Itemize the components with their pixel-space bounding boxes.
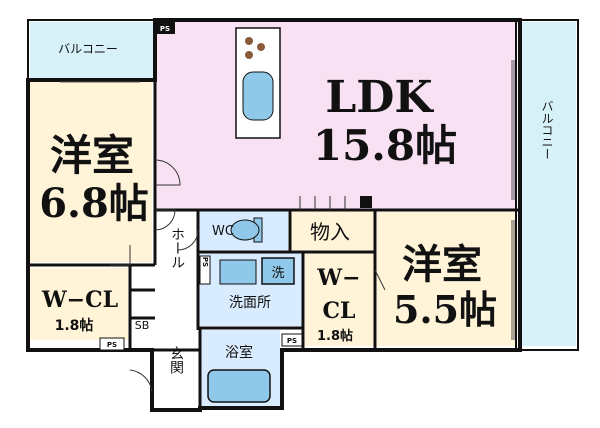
- bathtub-icon: [207, 369, 271, 403]
- western-room-2-name: 洋室: [402, 241, 482, 288]
- hob-icon: [245, 37, 265, 59]
- western-room-1-name: 洋室: [50, 131, 134, 180]
- wcl-2-area: [305, 252, 375, 346]
- washer-label: 洗: [271, 266, 284, 281]
- western-room-2-area: [377, 212, 517, 346]
- western-room-1-area: [28, 82, 152, 262]
- bath-label: 浴室: [225, 344, 253, 361]
- ldk-size: 15.8帖: [313, 121, 457, 170]
- western-room-2-size: 5.5帖: [393, 287, 497, 332]
- ps-marker-ldk: [360, 196, 372, 208]
- balcony-top-label: バルコニー: [58, 42, 118, 56]
- wcl-1-size: 1.8帖: [55, 317, 94, 334]
- balcony-right-label: バルコニー: [540, 100, 554, 160]
- washer-space: [261, 257, 295, 285]
- ps-box-wash: [199, 255, 211, 285]
- balcony-top-area: [30, 22, 153, 78]
- ps-label-wcl: PS: [107, 341, 117, 349]
- washbasin-icon: [219, 259, 257, 285]
- door-swings: [110, 159, 386, 393]
- storage-area: [290, 210, 374, 250]
- ldk-area: [155, 22, 517, 210]
- wcl-1-name: W−CL: [41, 287, 118, 313]
- hall-label: ホール: [169, 227, 185, 269]
- balcony-top-outline: [27, 19, 156, 81]
- ps-label-top: PS: [160, 25, 170, 33]
- balcony-right-outline: [515, 19, 579, 351]
- balcony-right-area: [518, 22, 576, 346]
- wcl-1-area: [28, 268, 128, 340]
- wc-label: WC: [212, 224, 234, 239]
- ldk-name: LDK: [325, 72, 434, 123]
- ps-label-wash: PS: [201, 257, 209, 267]
- ps-box-bath: [281, 333, 303, 347]
- ps-box-wcl: [99, 337, 125, 351]
- wcl-2-line1: W−: [316, 265, 360, 291]
- shoe-box-label: SB: [135, 319, 150, 332]
- western-room-1-size: 6.8帖: [39, 180, 149, 227]
- entrance-label: 玄関: [168, 345, 184, 375]
- wcl-2-line2: CL: [323, 298, 356, 324]
- kitchen-sink-icon: [242, 71, 274, 121]
- storage-label: 物入: [310, 220, 350, 244]
- ps-label-bath: PS: [287, 337, 297, 345]
- washroom-label: 洗面所: [229, 295, 271, 311]
- ps-box-top: [155, 22, 175, 34]
- toilet-icon: [230, 217, 263, 243]
- wcl-2-size: 1.8帖: [317, 328, 353, 344]
- windows: [60, 60, 515, 340]
